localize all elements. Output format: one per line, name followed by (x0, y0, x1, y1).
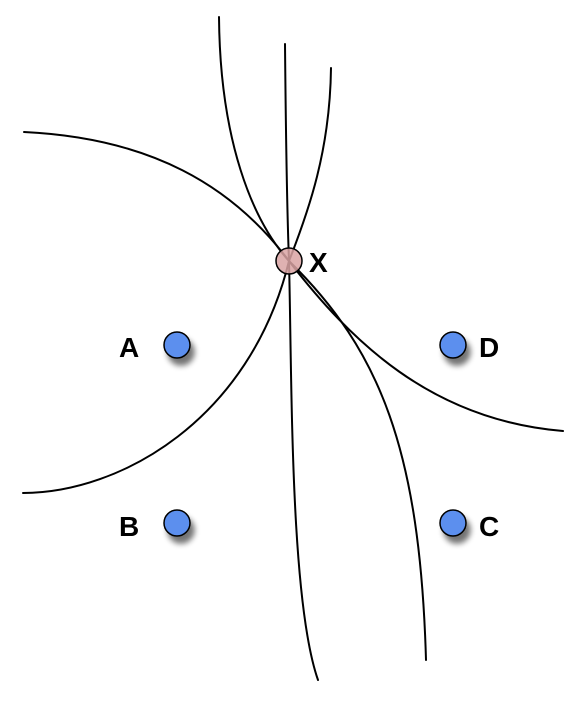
point-b-marker (163, 509, 191, 537)
point-c-label: C (479, 511, 499, 542)
curve-top-left-arc (218, 16, 290, 262)
point-a-marker (163, 331, 191, 359)
point-x-label: X (309, 247, 328, 278)
curve-x-to-d (288, 260, 564, 432)
point-d-label: D (479, 332, 499, 363)
point-x-marker (275, 247, 303, 275)
point-b-label: B (119, 511, 139, 542)
point-a-label: A (119, 332, 139, 363)
point-c-marker (439, 509, 467, 537)
point-d-marker (439, 331, 467, 359)
curve-x-to-b (22, 260, 290, 494)
curve-x-to-c (288, 260, 427, 661)
curve-vertical (284, 43, 319, 681)
curve-top-right-arc (288, 67, 332, 262)
curve-a-to-x (23, 131, 290, 262)
